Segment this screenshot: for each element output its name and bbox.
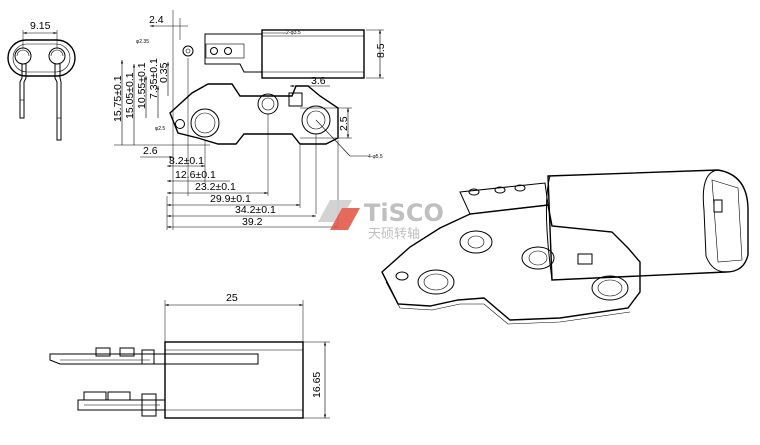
dim-2-4: 2.4 (149, 14, 164, 26)
front-view-drawing: 2.4 8.5 2-φ3.5 φ2.35 φ2.5 4-φ5.5 3.6 2.5… (112, 10, 387, 230)
dim-2-5: 2.5 (338, 116, 350, 131)
dim-9-15: 9.15 (30, 20, 51, 32)
dim-7-35: 7.35±0.1 (148, 58, 160, 99)
logo-mark-gray (318, 200, 352, 222)
logo-brand-text: TiSCO (364, 199, 444, 227)
dim-2-6: 2.6 (143, 145, 158, 157)
dim-3-6: 3.6 (311, 75, 326, 87)
dim-12-6: 12.6±0.1 (175, 169, 216, 181)
dim-15-05: 15.05±0.1 (124, 72, 136, 119)
dim-16-65: 16.65 (311, 372, 323, 398)
tisco-logo: TiSCO 天硕转轴 (318, 199, 444, 242)
dim-0-35: 0.35 (158, 62, 170, 83)
dim-29-9: 29.9±0.1 (210, 193, 251, 205)
side-view-drawing: 25 16.65 (49, 292, 330, 419)
top-view-drawing: 9.15 (7, 20, 76, 141)
dim-8-2: 8.2±0.1 (169, 155, 204, 167)
isometric-view-drawing (381, 169, 749, 325)
note-right: 4-φ5.5 (368, 154, 383, 160)
dim-23-2: 23.2±0.1 (195, 181, 236, 193)
dim-25: 25 (226, 292, 238, 304)
logo-chinese-text: 天硕转轴 (368, 227, 420, 242)
dim-34-2: 34.2±0.1 (235, 204, 276, 216)
note-top: 2-φ3.5 (286, 30, 301, 36)
logo-mark-red (330, 208, 360, 230)
dim-15-75: 15.75±0.1 (112, 75, 124, 122)
note-left-mid: φ2.5 (155, 126, 165, 132)
dim-10-55: 10.55±0.1 (136, 62, 148, 109)
dim-39-2: 39.2 (242, 216, 263, 228)
dim-8-5: 8.5 (375, 43, 387, 58)
note-left-top: φ2.35 (136, 39, 149, 45)
